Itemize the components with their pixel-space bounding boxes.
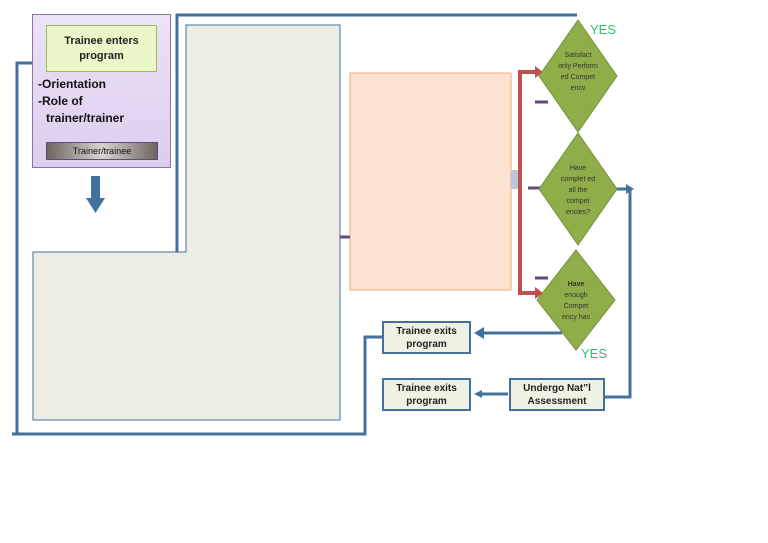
start-box: Trainee enters program [46,25,157,72]
start-items: -Orientation -Role of trainer/trainer [38,76,124,127]
exit-box-2: Trainee exits program [382,378,471,411]
decision-diamond-3 [536,249,616,351]
arrow-exit-1 [474,327,484,339]
red-arrow-1 [535,66,543,78]
red-arrow-2 [535,287,543,299]
decision-diamond-1 [538,19,618,133]
start-panel: Trainee enters program -Orientation -Rol… [32,14,171,168]
item-role-cont: trainer/trainer [46,111,125,125]
decision-text-1: Satisfact orily Perform ed Compet ency [558,52,598,90]
arrow-right [626,184,634,194]
decision-text-3-bold: Have [567,281,585,288]
item-orientation: -Orientation [38,77,106,91]
content-area [32,24,341,421]
down-arrow-head [86,198,105,213]
yes-label-1: YES [590,22,617,37]
connector-block [511,170,520,189]
decision-text-3-body: enough Compet ency has [561,292,591,321]
exit-box-1: Trainee exits program [382,321,471,354]
process-box [349,72,512,291]
assessment-box: Undergo Nat”l Assessment [509,378,605,411]
down-arrow-icon [91,176,100,198]
loop-line-top [175,13,577,252]
arrow-exit-2 [474,390,482,398]
item-role: -Role of [38,94,83,108]
decision-text-3: Have enough Compet ency has [556,279,596,329]
loop-line-left [15,61,382,436]
trainer-trainee-badge: Trainer/trainee [46,142,158,160]
yes-label-3: YES [581,346,608,361]
decision-diamond-2 [538,132,618,246]
decision-text-2: Have complet ed all the compet encies? [560,165,596,215]
red-bracket [518,70,537,295]
